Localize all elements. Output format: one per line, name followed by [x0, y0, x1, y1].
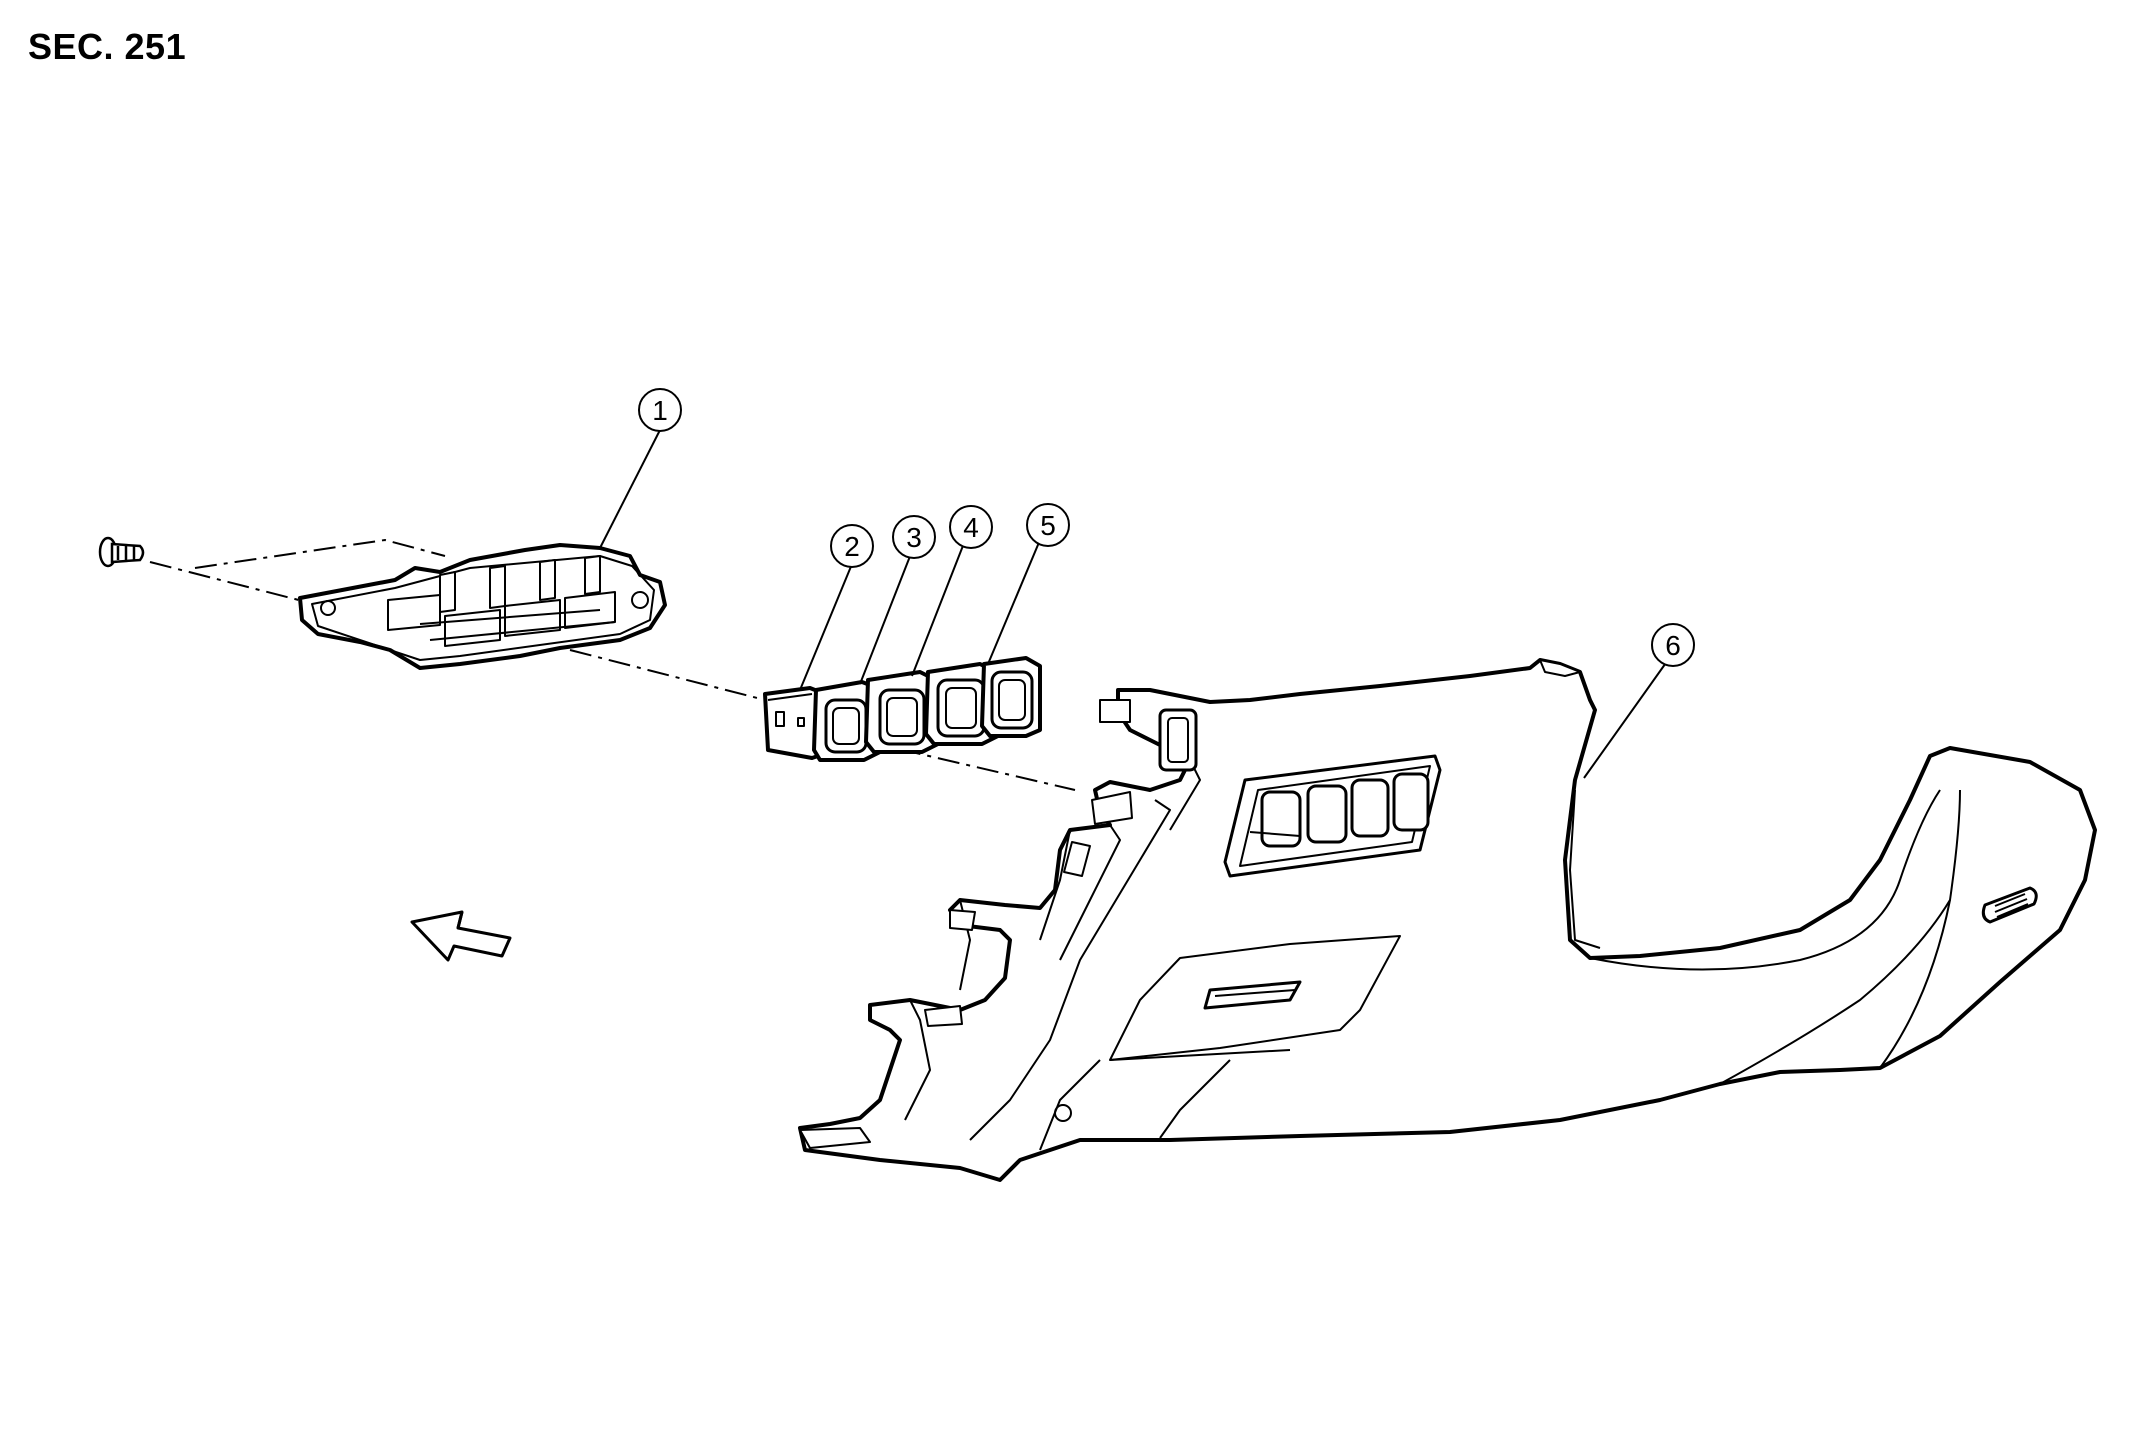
callout-leaders — [599, 429, 1669, 779]
section-title: SEC. 251 — [28, 26, 187, 67]
front-direction-arrow-icon — [410, 910, 512, 962]
svg-text:3: 3 — [906, 522, 922, 553]
callout-4: 4 — [949, 505, 993, 549]
callout-3: 3 — [892, 515, 936, 559]
panel-vent — [1981, 886, 2038, 924]
callout-2: 2 — [830, 524, 874, 568]
panel-switch-opening — [1223, 754, 1442, 878]
svg-text:4: 4 — [963, 512, 979, 543]
panel-pocket — [1109, 935, 1401, 1061]
callout-1: 1 — [638, 388, 682, 432]
switch-part-4 — [864, 670, 940, 754]
svg-text:2: 2 — [844, 531, 860, 562]
assembly-lines — [149, 538, 1076, 791]
svg-text:1: 1 — [652, 395, 668, 426]
callout-6: 6 — [1651, 623, 1695, 667]
instrument-lower-panel-part — [798, 658, 2097, 1182]
switch-part-3 — [812, 680, 882, 762]
svg-text:6: 6 — [1665, 630, 1681, 661]
svg-text:5: 5 — [1040, 510, 1056, 541]
callout-5: 5 — [1026, 503, 1070, 547]
switch-part-5b — [980, 656, 1042, 738]
screw-part — [98, 536, 145, 568]
switch-bracket-part — [298, 543, 667, 670]
